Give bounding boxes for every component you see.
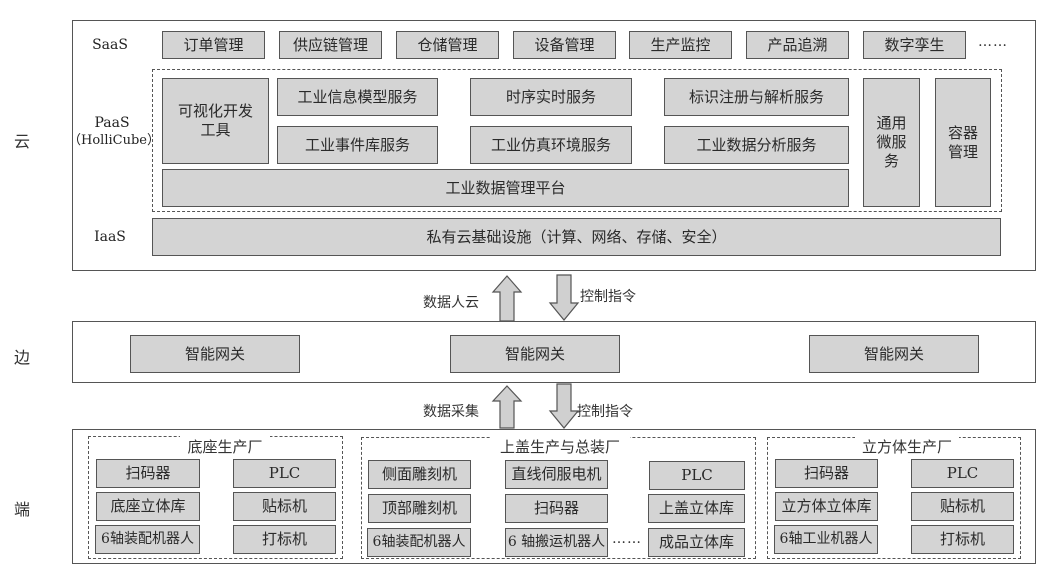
iaas-infrastructure[interactable]: 私有云基础设施（计算、网络、存储、安全） [152,218,1001,256]
paas-timeseries-service[interactable]: 时序实时服务 [470,78,632,116]
saas-item-traceability[interactable]: 产品追溯 [746,31,849,59]
device-product-warehouse[interactable]: 成品立体库 [648,528,745,557]
flow-label-control-cloud: 控制指令 [580,289,636,305]
tier-label-end: 端 [14,500,31,519]
paas-info-model-service[interactable]: 工业信息模型服务 [277,78,438,116]
paas-simulation-service[interactable]: 工业仿真环境服务 [470,126,632,164]
factory-cover-assembly-title: 上盖生产与总装厂 [490,436,630,457]
device-plc[interactable]: PLC [233,459,336,488]
device-assembly-robot[interactable]: 6轴装配机器人 [95,525,200,554]
device-linear-servo[interactable]: 直线伺服电机 [505,460,608,489]
saas-label: SaaS [92,37,128,53]
saas-more-ellipsis: …… [978,34,1008,50]
arrow-down-icon [548,274,580,321]
edge-gateway-2[interactable]: 智能网关 [450,335,620,373]
flow-label-control-edge: 控制指令 [577,404,633,420]
flow-label-data-collection: 数据采集 [423,404,479,420]
device-side-engraver[interactable]: 侧面雕刻机 [368,460,471,489]
device-scanner[interactable]: 扫码器 [96,459,200,488]
device-cover-warehouse[interactable]: 上盖立体库 [648,494,745,523]
saas-item-digital-twin[interactable]: 数字孪生 [863,31,966,59]
edge-end-arrows [491,383,580,429]
paas-identifier-service[interactable]: 标识注册与解析服务 [664,78,849,116]
tier-label-cloud: 云 [14,132,31,151]
device-base-warehouse[interactable]: 底座立体库 [96,492,200,521]
paas-data-platform[interactable]: 工业数据管理平台 [162,169,849,207]
device-top-engraver[interactable]: 顶部雕刻机 [368,494,471,523]
device-cube-warehouse[interactable]: 立方体立体库 [775,492,878,521]
paas-visual-dev-tool[interactable]: 可视化开发工具 [162,78,269,164]
factory-cover-more-ellipsis: …… [612,531,642,547]
device-labeler[interactable]: 贴标机 [911,492,1014,521]
iaas-label: IaaS [94,229,126,245]
device-marker[interactable]: 打标机 [911,525,1014,554]
saas-item-order[interactable]: 订单管理 [162,31,265,59]
factory-base-title: 底座生产厂 [180,436,270,457]
device-labeler[interactable]: 贴标机 [233,492,336,521]
paas-microservice[interactable]: 通用微服务 [863,78,920,207]
saas-item-warehouse[interactable]: 仓储管理 [396,31,499,59]
arrow-up-icon [491,275,523,322]
paas-event-lib-service[interactable]: 工业事件库服务 [277,126,438,164]
tier-label-edge: 边 [14,348,31,367]
cloud-edge-arrows [491,274,580,322]
paas-label: PaaS [94,115,130,131]
paas-analysis-service[interactable]: 工业数据分析服务 [664,126,849,164]
edge-gateway-1[interactable]: 智能网关 [130,335,300,373]
device-industrial-robot[interactable]: 6轴工业机器人 [774,525,878,554]
device-assembly-robot[interactable]: 6轴装配机器人 [367,528,471,557]
saas-item-supply-chain[interactable]: 供应链管理 [279,31,382,59]
factory-cube-title: 立方体生产厂 [855,436,959,457]
device-scanner[interactable]: 扫码器 [775,459,878,488]
paas-container[interactable]: 容器管理 [935,78,991,207]
device-scanner[interactable]: 扫码器 [505,494,608,523]
saas-item-monitoring[interactable]: 生产监控 [629,31,732,59]
flow-label-data-to-cloud: 数据人云 [423,295,479,311]
arrow-up-icon [491,385,523,429]
device-marker[interactable]: 打标机 [233,525,336,554]
device-plc[interactable]: PLC [911,459,1014,488]
device-handling-robot[interactable]: 6 轴搬运机器人 [505,528,608,557]
device-plc[interactable]: PLC [649,461,745,490]
saas-item-equipment[interactable]: 设备管理 [513,31,616,59]
paas-sublabel: （HolliCube） [68,133,160,148]
paas-group [152,69,1002,212]
arrow-down-icon [548,383,580,429]
edge-gateway-3[interactable]: 智能网关 [809,335,979,373]
